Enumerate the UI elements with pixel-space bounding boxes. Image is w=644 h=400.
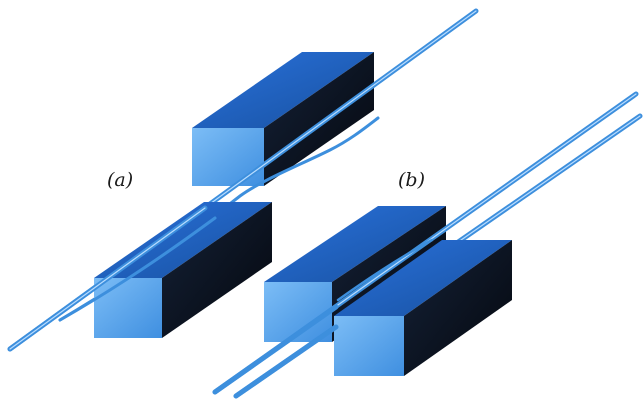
wire-a1-over-highlight — [9, 207, 206, 350]
block-front-face — [94, 278, 162, 338]
block-b-front — [334, 240, 512, 376]
block-front-face — [192, 128, 264, 186]
panel-a-label: (a) — [107, 169, 134, 191]
panel-b-label: (b) — [398, 169, 425, 191]
wire-a2-over — [58, 216, 217, 322]
block-top-face — [264, 206, 446, 282]
wire-b1-lower — [212, 304, 339, 395]
panel-a — [7, 8, 479, 352]
panel-b — [212, 91, 643, 399]
wire-b3 — [336, 238, 434, 302]
block-front-face — [264, 282, 332, 342]
block-front-face — [334, 316, 404, 376]
wire-b2-lower — [233, 324, 339, 399]
block-side-face — [264, 52, 374, 186]
block-side-face — [404, 240, 512, 376]
block-top-face — [192, 52, 374, 128]
block-top-face — [334, 240, 512, 316]
block-a-upper — [192, 52, 374, 186]
block-side-face — [162, 202, 272, 338]
